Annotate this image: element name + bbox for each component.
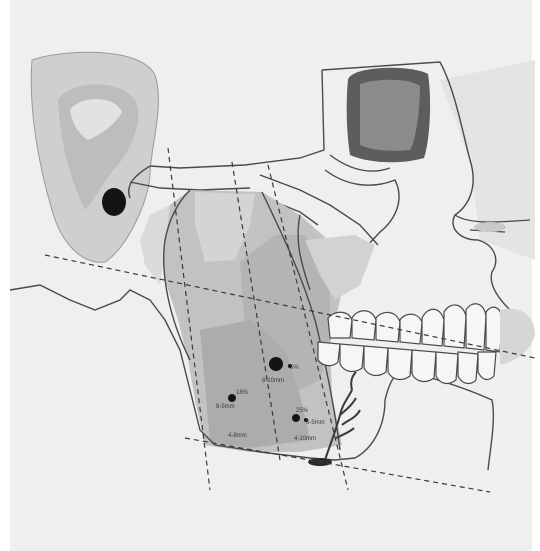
point-1 bbox=[269, 357, 283, 371]
point-2 bbox=[228, 394, 236, 402]
p3-distance: 6-5mm bbox=[306, 420, 325, 426]
ear-canal-marker bbox=[102, 188, 126, 216]
p2-percent: 18% bbox=[236, 390, 249, 396]
p1-distance: 8-10mm bbox=[262, 378, 284, 384]
p1-percent: 5% bbox=[290, 365, 299, 371]
nostril bbox=[474, 222, 506, 232]
p3-percent: 25% bbox=[296, 408, 309, 414]
orbit-inner bbox=[360, 80, 420, 151]
point-3 bbox=[292, 414, 300, 422]
p2-distance: 8-5mm bbox=[216, 404, 235, 410]
bottom-right-distance: 4-10mm bbox=[294, 436, 316, 442]
bottom-left-distance: 4-8mm bbox=[228, 433, 247, 439]
